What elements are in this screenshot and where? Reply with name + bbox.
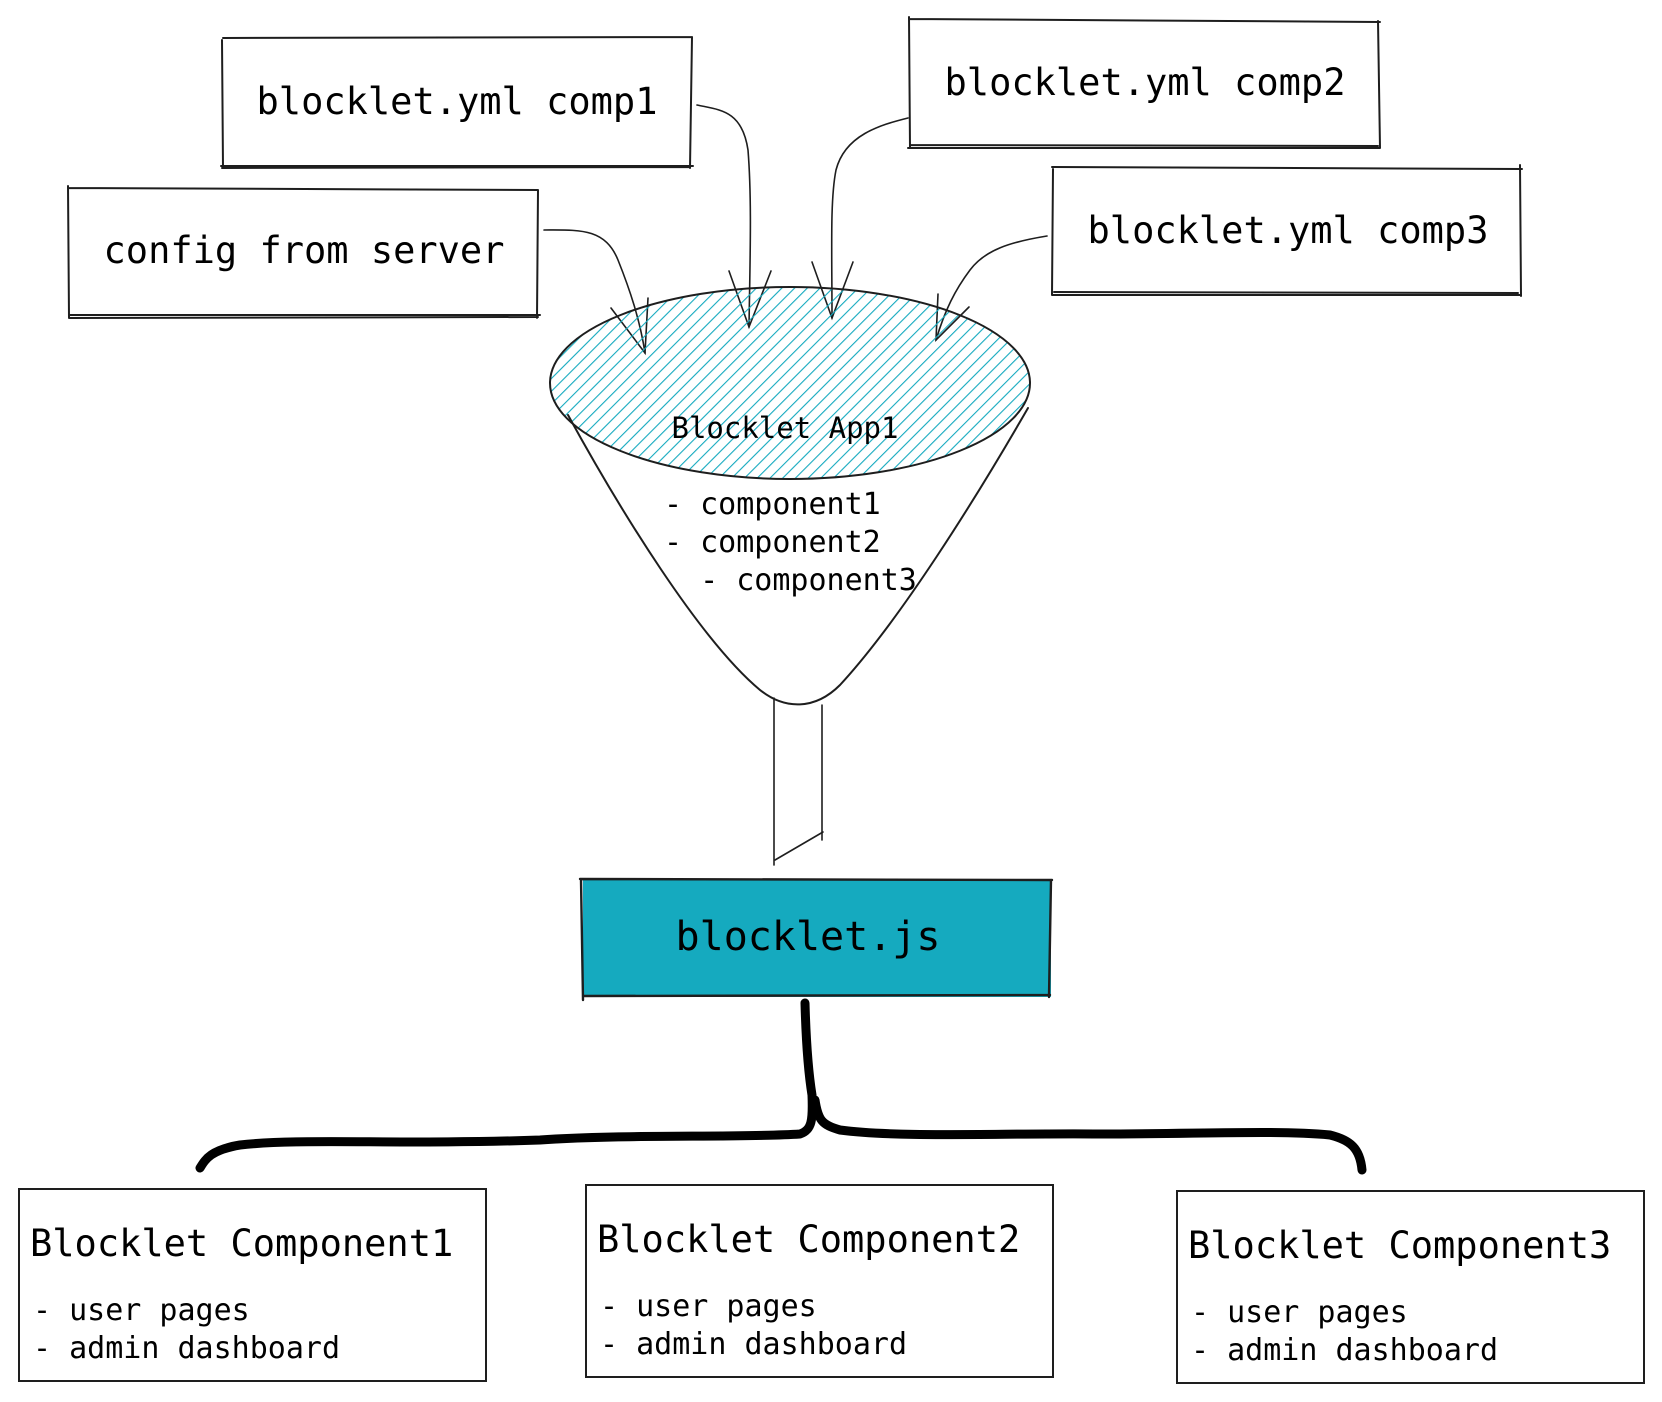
- input-label-comp1: blocklet.yml comp1: [257, 80, 658, 123]
- component-card-1[interactable]: Blocklet Component1 - user pages - admin…: [18, 1188, 487, 1382]
- brace-connector: [195, 998, 1367, 1175]
- input-box-server[interactable]: config from server: [67, 185, 541, 319]
- funnel-blocklet-app[interactable]: Blocklet App1 - component1 - component2 …: [540, 280, 1040, 706]
- box-outline: [578, 877, 1054, 1002]
- input-label-comp2: blocklet.yml comp2: [945, 61, 1346, 104]
- component-card-3[interactable]: Blocklet Component3 - user pages - admin…: [1176, 1190, 1645, 1384]
- funnel-spout: [773, 697, 824, 866]
- funnel-item-2: - component2: [664, 525, 881, 560]
- brace-left-branch: [195, 998, 817, 1173]
- funnel-item-1: - component1: [664, 487, 881, 522]
- component-box: [18, 1188, 487, 1382]
- component-card-2[interactable]: Blocklet Component2 - user pages - admin…: [585, 1184, 1054, 1378]
- box-outline: [67, 185, 541, 319]
- component-box: [585, 1184, 1054, 1378]
- component-item: - user pages: [600, 1289, 817, 1324]
- funnel-title: Blocklet App1: [672, 411, 899, 445]
- input-box-comp1[interactable]: blocklet.yml comp1: [220, 36, 694, 169]
- funnel-hatch-fill: [550, 287, 1030, 479]
- component-item: - admin dashboard: [1191, 1333, 1498, 1368]
- input-box-comp2[interactable]: blocklet.yml comp2: [907, 16, 1381, 149]
- component-item: - admin dashboard: [600, 1327, 907, 1362]
- component-title: Blocklet Component3: [1188, 1224, 1611, 1267]
- input-box-comp3[interactable]: blocklet.yml comp3: [1051, 164, 1523, 297]
- output-box-fill: [583, 880, 1051, 997]
- spout-bottom: [774, 831, 824, 861]
- box-outline: [1051, 164, 1523, 297]
- funnel-item-3: - component3: [664, 563, 917, 598]
- component-title: Blocklet Component2: [597, 1218, 1020, 1261]
- box-outline: [220, 36, 694, 169]
- brace-right-branch: [810, 1095, 1367, 1175]
- funnel-cone: [567, 407, 1029, 706]
- input-label-server: config from server: [104, 229, 505, 272]
- component-box: [1176, 1190, 1645, 1384]
- component-item: - user pages: [33, 1293, 250, 1328]
- box-outline: [907, 16, 1381, 149]
- component-item: - user pages: [1191, 1295, 1408, 1330]
- arrow-shaft: [696, 104, 752, 328]
- output-label: blocklet.js: [676, 914, 941, 960]
- component-item: - admin dashboard: [33, 1331, 340, 1366]
- funnel-top-ellipse: [549, 286, 1031, 480]
- arrow-shaft: [830, 117, 909, 319]
- output-box-blocklet-js[interactable]: blocklet.js: [578, 877, 1054, 1002]
- component-title: Blocklet Component1: [30, 1222, 453, 1265]
- input-label-comp3: blocklet.yml comp3: [1088, 209, 1489, 252]
